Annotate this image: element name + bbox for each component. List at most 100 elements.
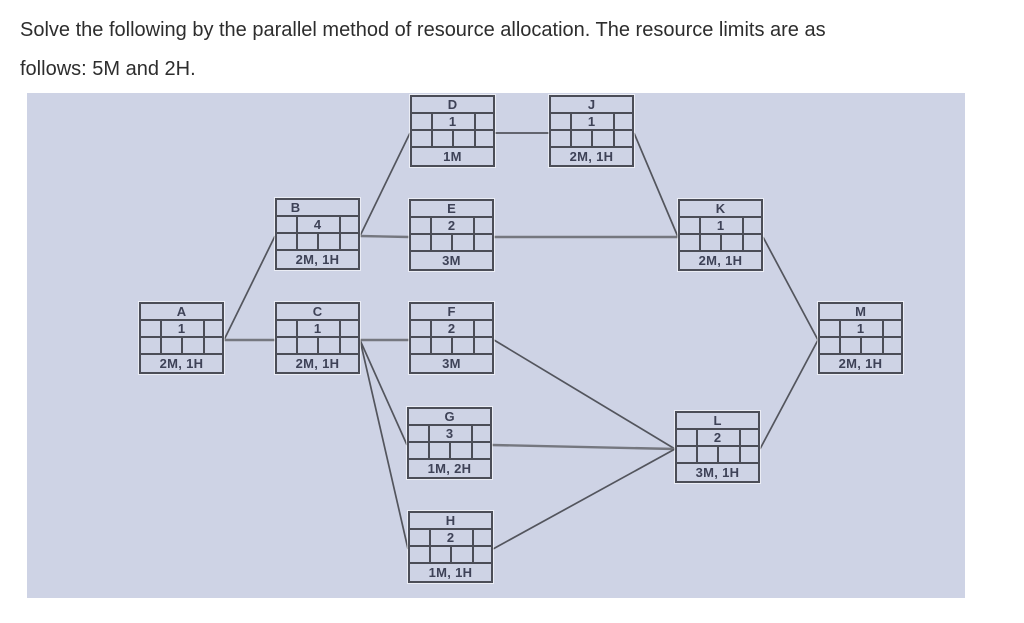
activity-resources: 3M xyxy=(442,253,461,268)
cell-divider xyxy=(339,234,342,249)
cell-divider xyxy=(430,114,433,129)
activity-letter: H xyxy=(445,513,456,528)
activity-letter: J xyxy=(587,97,596,112)
activity-duration-row: 1 xyxy=(680,218,761,235)
activity-duration-row: 1 xyxy=(820,321,901,338)
cell-divider xyxy=(739,447,742,462)
activity-letter: D xyxy=(447,97,458,112)
activity-schedule-row xyxy=(277,234,358,251)
activity-resources-row: 1M, 1H xyxy=(410,564,491,581)
cell-divider xyxy=(203,338,206,353)
activity-resources: 3M xyxy=(442,356,461,371)
activity-schedule-row xyxy=(411,235,492,252)
activity-resources-row: 2M, 1H xyxy=(141,355,222,372)
activity-duration: 1 xyxy=(587,114,596,129)
cell-divider xyxy=(838,338,841,353)
edge-F-L xyxy=(493,339,676,450)
cell-divider xyxy=(427,443,430,458)
network-diagram: A 1 2M, 1H B 4 2M, 1H xyxy=(27,93,965,598)
problem-statement-line1: Solve the following by the parallel meth… xyxy=(20,19,826,41)
cell-divider xyxy=(295,321,298,336)
activity-resources: 1M, 1H xyxy=(428,565,473,580)
cell-divider xyxy=(429,235,432,250)
activity-letter: L xyxy=(713,413,722,428)
cell-divider xyxy=(449,547,452,562)
cell-divider xyxy=(472,530,475,545)
cell-divider xyxy=(739,430,742,445)
activity-resources-row: 2M, 1H xyxy=(277,251,358,268)
edge-B-E xyxy=(359,234,410,239)
activity-label-row: A xyxy=(141,304,222,321)
problem-statement: Solve the following by the parallel meth… xyxy=(20,11,826,89)
activity-letter: C xyxy=(312,304,323,319)
cell-divider xyxy=(716,447,719,462)
activity-duration: 2 xyxy=(447,218,456,233)
cell-divider xyxy=(316,338,319,353)
activity-duration-row: 4 xyxy=(277,217,358,234)
cell-divider xyxy=(295,338,298,353)
cell-divider xyxy=(719,235,722,250)
activity-node-F: F 2 3M xyxy=(409,302,494,374)
cell-divider xyxy=(569,114,572,129)
activity-node-L: L 2 3M, 1H xyxy=(675,411,760,483)
activity-resources-row: 1M, 2H xyxy=(409,460,490,477)
activity-duration-row: 2 xyxy=(677,430,758,447)
activity-label-row: H xyxy=(410,513,491,530)
edge-H-L xyxy=(492,448,676,550)
activity-letter: K xyxy=(715,201,726,216)
activity-letter: B xyxy=(290,200,301,215)
cell-divider xyxy=(698,235,701,250)
edge-C-H xyxy=(359,339,409,550)
activity-duration: 4 xyxy=(313,217,322,232)
cell-divider xyxy=(180,338,183,353)
activity-duration-row: 1 xyxy=(551,114,632,131)
activity-resources: 2M, 1H xyxy=(838,356,883,371)
activity-duration-row: 1 xyxy=(141,321,222,338)
cell-divider xyxy=(859,338,862,353)
activity-node-D: D 1 1M xyxy=(410,95,495,167)
cell-divider xyxy=(742,218,745,233)
activity-schedule-row xyxy=(820,338,901,355)
cell-divider xyxy=(339,321,342,336)
activity-label-row: K xyxy=(680,201,761,218)
cell-divider xyxy=(448,443,451,458)
edge-A-B xyxy=(223,235,276,341)
activity-resources: 2M, 1H xyxy=(159,356,204,371)
cell-divider xyxy=(428,547,431,562)
cell-divider xyxy=(451,131,454,146)
activity-resources-row: 1M xyxy=(412,148,493,165)
activity-node-A: A 1 2M, 1H xyxy=(139,302,224,374)
edge-K-M xyxy=(762,236,819,341)
cell-divider xyxy=(742,235,745,250)
cell-divider xyxy=(203,321,206,336)
activity-label-row: D xyxy=(412,97,493,114)
cell-divider xyxy=(882,338,885,353)
cell-divider xyxy=(159,321,162,336)
activity-node-E: E 2 3M xyxy=(409,199,494,271)
activity-label-row: J xyxy=(551,97,632,114)
activity-duration: 1 xyxy=(177,321,186,336)
activity-resources-row: 3M, 1H xyxy=(677,464,758,481)
activity-duration-row: 1 xyxy=(412,114,493,131)
activity-label-row: F xyxy=(411,304,492,321)
activity-label-row: C xyxy=(277,304,358,321)
activity-resources: 2M, 1H xyxy=(698,253,743,268)
activity-letter: M xyxy=(855,304,866,319)
activity-label-row: L xyxy=(677,413,758,430)
activity-schedule-row xyxy=(409,443,490,460)
activity-resources: 2M, 1H xyxy=(295,356,340,371)
cell-divider xyxy=(316,234,319,249)
cell-divider xyxy=(471,443,474,458)
activity-duration-row: 1 xyxy=(277,321,358,338)
activity-label-row: B xyxy=(277,200,358,217)
cell-divider xyxy=(590,131,593,146)
activity-schedule-row xyxy=(412,131,493,148)
cell-divider xyxy=(295,217,298,232)
cell-divider xyxy=(472,547,475,562)
activity-schedule-row xyxy=(277,338,358,355)
cell-divider xyxy=(613,114,616,129)
activity-schedule-row xyxy=(410,547,491,564)
cell-divider xyxy=(339,338,342,353)
cell-divider xyxy=(569,131,572,146)
activity-resources: 2M, 1H xyxy=(295,252,340,267)
